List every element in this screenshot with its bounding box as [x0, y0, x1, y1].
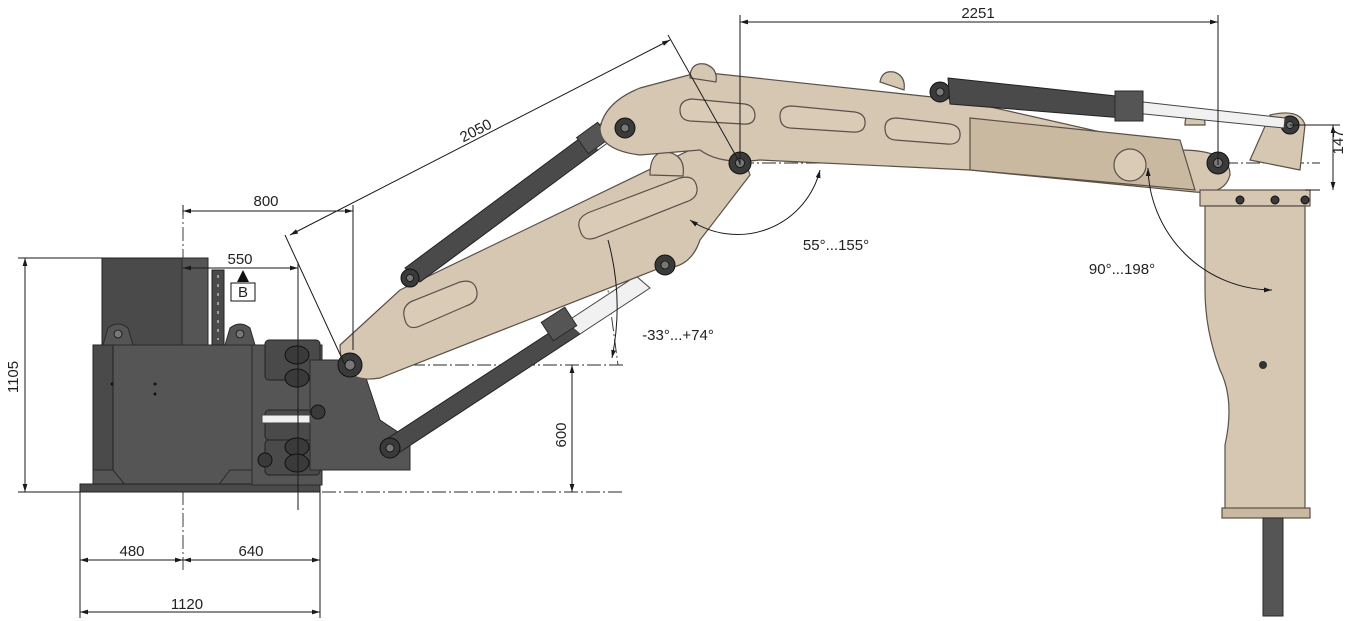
dim-600: 600 — [553, 422, 570, 447]
pedestal-base — [79, 257, 411, 493]
dim-480: 480 — [119, 543, 144, 560]
dim-1105: 1105 — [5, 361, 22, 393]
dim-2251: 2251 — [961, 5, 994, 22]
hydraulic-breaker — [1199, 189, 1311, 617]
dim-640: 640 — [238, 543, 263, 560]
dim-550: 550 — [227, 251, 252, 268]
second-boom — [599, 63, 1306, 193]
angle-slew: 55°...155° — [803, 237, 869, 254]
dim-1120: 1120 — [171, 596, 203, 613]
dim-147: 147 — [1330, 129, 1347, 154]
dim-2050: 2050 — [457, 116, 494, 146]
angle-boom: -33°...+74° — [642, 327, 714, 344]
tool-cylinder — [929, 77, 1286, 129]
view-marker-label: B — [238, 284, 248, 301]
angle-breaker: 90°...198° — [1089, 261, 1155, 278]
dimension-lines — [18, 15, 1340, 618]
view-marker-b: B — [230, 270, 256, 302]
lift-cylinder — [379, 275, 651, 459]
dim-800: 800 — [253, 193, 278, 210]
